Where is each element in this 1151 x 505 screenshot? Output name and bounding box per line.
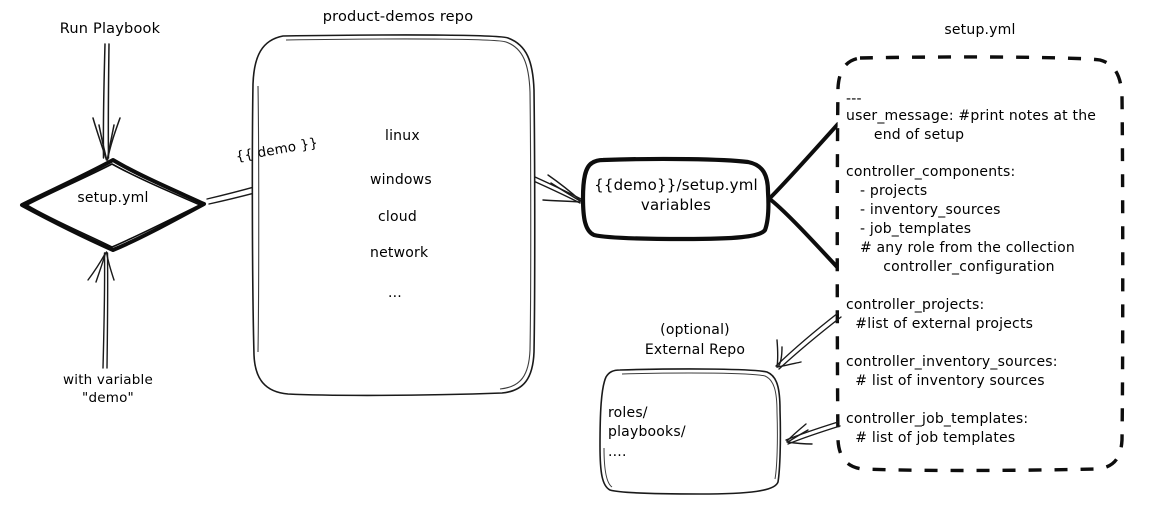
label-with-variable-line1: with variable bbox=[63, 372, 153, 388]
label-with-variable-line2: "demo" bbox=[82, 390, 134, 406]
node-variables-line2: variables bbox=[640, 196, 712, 214]
label-repo-title: product-demos repo bbox=[322, 9, 474, 25]
arrow-jobtemplates-to-external-repo bbox=[785, 421, 841, 445]
repo-item-ellipsis: ... bbox=[388, 285, 402, 301]
external-repo-item-ellipsis: .... bbox=[608, 444, 627, 460]
repo-item-linux[interactable]: linux bbox=[385, 128, 420, 144]
yml-block-controller-inventory-sources-line2: # list of inventory sources bbox=[846, 373, 1045, 389]
yml-block-controller-components-line2: - projects bbox=[846, 183, 928, 199]
external-repo-item-playbooks[interactable]: playbooks/ bbox=[608, 424, 686, 440]
yml-block-controller-components-line4: - job_templates bbox=[846, 221, 972, 237]
external-repo-item-roles[interactable]: roles/ bbox=[608, 405, 648, 421]
label-external-repo-line2: External Repo bbox=[644, 342, 746, 358]
yml-block-doc-start: --- bbox=[846, 91, 862, 107]
yml-block-controller-components-line6: controller_configuration bbox=[846, 259, 1055, 275]
node-decision-label: setup.yml bbox=[77, 190, 149, 206]
node-decision-setupyml-shape bbox=[20, 158, 206, 252]
label-external-repo-line1: (optional) bbox=[660, 322, 730, 338]
label-run-playbook: Run Playbook bbox=[59, 21, 161, 37]
yml-block-controller-projects-line2: #list of external projects bbox=[846, 316, 1034, 332]
node-repo-shape-doubled bbox=[257, 38, 532, 390]
arrow-with-variable bbox=[87, 251, 115, 369]
yml-block-user-message-line2: end of setup bbox=[846, 127, 965, 143]
yml-block-controller-components-line3: - inventory_sources bbox=[846, 202, 1001, 218]
node-variables-line1: {{demo}}/setup.yml bbox=[594, 176, 758, 194]
node-setupyml-file-shape bbox=[835, 55, 1125, 473]
yml-block-controller-components-line1: controller_components: bbox=[846, 164, 1016, 180]
label-setupyml-file-title: setup.yml bbox=[944, 22, 1016, 38]
yml-block-user-message-line1: user_message: #print notes at the bbox=[846, 108, 1097, 124]
node-external-repo-shape bbox=[599, 368, 782, 495]
repo-item-network[interactable]: network bbox=[370, 245, 429, 261]
yml-block-controller-job-templates-line1: controller_job_templates: bbox=[846, 411, 1029, 427]
node-variables-shape bbox=[580, 156, 771, 242]
yml-block-controller-projects-line1: controller_projects: bbox=[846, 297, 985, 313]
yml-block-controller-job-templates-line2: # list of job templates bbox=[846, 430, 1016, 446]
repo-item-cloud[interactable]: cloud bbox=[378, 209, 417, 225]
arrow-run-playbook bbox=[92, 43, 121, 161]
connector-setupyml-to-variables bbox=[768, 122, 840, 270]
yml-block-controller-components-line5: # any role from the collection bbox=[846, 240, 1075, 256]
node-repo-shape bbox=[251, 34, 536, 397]
node-external-repo-shape-doubled bbox=[603, 372, 778, 488]
yml-block-controller-inventory-sources-line1: controller_inventory_sources: bbox=[846, 354, 1058, 370]
node-decision-setupyml-shape-inner bbox=[26, 163, 201, 248]
repo-item-windows[interactable]: windows bbox=[370, 172, 432, 188]
arrow-projects-to-external-repo bbox=[775, 312, 842, 370]
